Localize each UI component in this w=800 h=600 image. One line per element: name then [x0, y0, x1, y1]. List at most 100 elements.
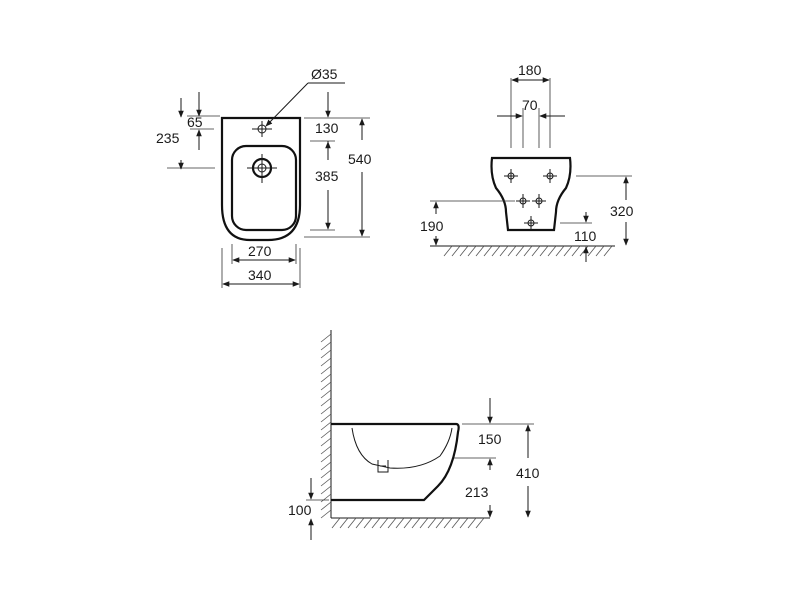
- hatch-line: [427, 517, 437, 529]
- hatch-line: [595, 245, 605, 257]
- hatch-line: [320, 373, 332, 383]
- hatch-line: [320, 349, 332, 359]
- hatch-line: [320, 429, 332, 439]
- waste-pipe: [377, 460, 389, 473]
- dim-upper-bolt-height: 320: [610, 203, 634, 219]
- dim-total-length: 540: [348, 151, 372, 167]
- hatch-line: [320, 461, 332, 471]
- hatch-line: [320, 485, 332, 495]
- hatch-line: [320, 445, 332, 455]
- rear-view-outline: [490, 156, 572, 232]
- hatch-line: [571, 245, 581, 257]
- bolt-hole-icon: [543, 169, 557, 183]
- dim-total-width: 340: [248, 267, 272, 283]
- hatch-line: [419, 517, 429, 529]
- hatch-line: [459, 245, 469, 257]
- bolt-hole-icon: [532, 194, 546, 208]
- side-view-outline: [331, 422, 460, 502]
- dim-lower-bolt-height: 190: [420, 218, 444, 234]
- hatch-line: [320, 477, 332, 487]
- hatch-line: [403, 517, 413, 529]
- hatch-line: [320, 413, 332, 423]
- hatch-line: [339, 517, 349, 529]
- hatch-line: [555, 245, 565, 257]
- hatch-line: [320, 437, 332, 447]
- hatch-line: [547, 245, 557, 257]
- hatch-line: [579, 245, 589, 257]
- hatch-line: [587, 245, 597, 257]
- drain-icon: [247, 154, 277, 183]
- wall-hatch: [320, 333, 332, 519]
- hatch-line: [443, 245, 453, 257]
- hatch-line: [563, 245, 573, 257]
- hatch-line: [491, 245, 501, 257]
- dim-inner-bolt-spacing: 70: [522, 97, 538, 113]
- hatch-line: [443, 517, 453, 529]
- dim-fixing-height: 235: [156, 130, 180, 146]
- hatch-line: [467, 245, 477, 257]
- hatch-line: [320, 341, 332, 351]
- hatch-line: [451, 517, 461, 529]
- bolt-hole-icon: [516, 194, 530, 208]
- hatch-line: [320, 509, 332, 519]
- hatch-line: [523, 245, 533, 257]
- dim-rim-height: 410: [516, 465, 540, 481]
- floor-hatch: [443, 245, 613, 257]
- bowl-outline: [230, 144, 298, 232]
- hatch-line: [499, 245, 509, 257]
- hatch-line: [320, 381, 332, 391]
- tap-hole-icon: [252, 121, 272, 137]
- hatch-line: [483, 245, 493, 257]
- hatch-line: [475, 517, 485, 529]
- hatch-line: [355, 517, 365, 529]
- bolt-hole-icon: [504, 169, 518, 183]
- hatch-line: [320, 469, 332, 479]
- hatch-line: [467, 517, 477, 529]
- top-view-outline: [220, 116, 302, 242]
- hatch-line: [539, 245, 549, 257]
- hatch-line: [531, 245, 541, 257]
- hatch-line: [507, 245, 517, 257]
- dim-rim-to-waste: 150: [478, 431, 502, 447]
- hatch-line: [347, 517, 357, 529]
- hatch-line: [515, 245, 525, 257]
- waste-outlet-icon: [524, 216, 538, 230]
- hatch-line: [320, 421, 332, 431]
- hatch-line: [320, 493, 332, 503]
- hatch-line: [603, 245, 613, 257]
- dim-hole-diameter: Ø35: [311, 66, 338, 82]
- hatch-line: [320, 405, 332, 415]
- hatch-line: [395, 517, 405, 529]
- rear-view: 180 70 190 320 110: [420, 62, 634, 262]
- dim-bowl-width: 270: [248, 243, 272, 259]
- hatch-line: [379, 517, 389, 529]
- hatch-line: [331, 517, 341, 529]
- dim-hole-diameter-leader: [265, 82, 309, 127]
- hatch-line: [371, 517, 381, 529]
- hatch-line: [387, 517, 397, 529]
- hatch-line: [435, 517, 445, 529]
- hatch-line: [411, 517, 421, 529]
- hatch-line: [320, 453, 332, 463]
- dim-hole-offset: 65: [187, 114, 203, 130]
- hatch-line: [475, 245, 485, 257]
- dim-waste-height: 213: [465, 484, 489, 500]
- floor-hatch: [331, 517, 485, 529]
- hatch-line: [459, 517, 469, 529]
- hatch-line: [320, 397, 332, 407]
- dim-outer-bolt-spacing: 180: [518, 62, 542, 78]
- side-view: 150 213 410 100: [288, 330, 540, 540]
- hatch-line: [320, 333, 332, 343]
- dim-bowl-length: 385: [315, 168, 339, 184]
- hatch-line: [320, 357, 332, 367]
- hatch-line: [320, 389, 332, 399]
- hatch-line: [320, 501, 332, 511]
- top-view: Ø35 65 235 130 385 540 270 34: [156, 66, 372, 288]
- hatch-line: [363, 517, 373, 529]
- bowl-profile: [351, 427, 453, 469]
- hatch-line: [451, 245, 461, 257]
- dim-rim-to-drain: 130: [315, 120, 339, 136]
- dim-waste-height: 110: [574, 228, 597, 244]
- hatch-line: [320, 365, 332, 375]
